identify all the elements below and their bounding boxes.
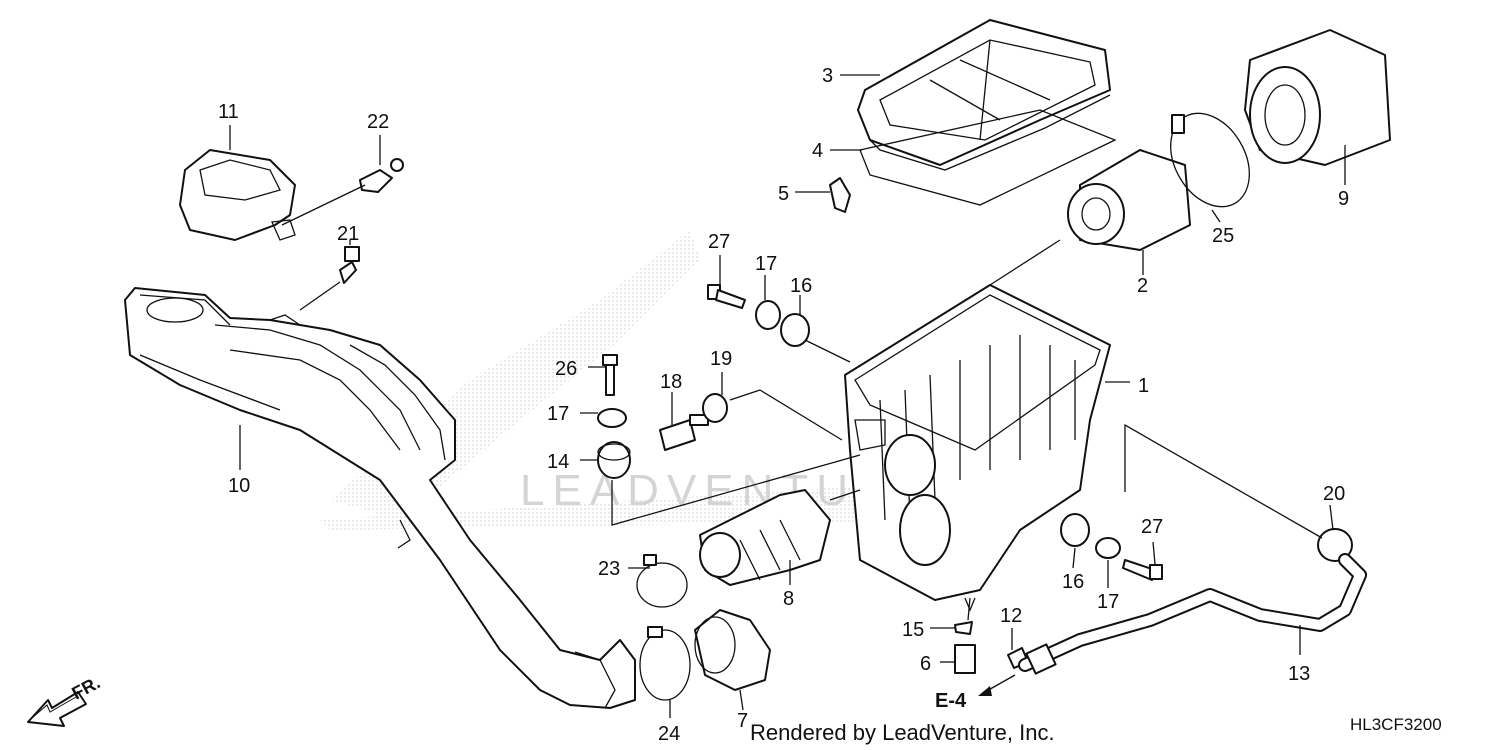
callout-13: 13	[1288, 663, 1310, 685]
callout-27-upper: 27	[708, 231, 730, 253]
callout-14: 14	[547, 451, 569, 473]
reference-e4: E-4	[935, 690, 967, 712]
cover-gasket	[859, 109, 1117, 206]
callout-12: 12	[1000, 605, 1022, 627]
drain-tube-end	[1025, 643, 1057, 675]
callout-16-lower: 16	[1062, 571, 1084, 593]
callout-9: 9	[1338, 188, 1349, 210]
front-arrow-icon	[27, 691, 87, 727]
callout-17-upper: 17	[755, 253, 777, 275]
callout-24: 24	[658, 723, 680, 745]
diagram-code: HL3CF3200	[1350, 715, 1442, 734]
air-filter-element	[1067, 149, 1191, 251]
air-cleaner-cover	[857, 19, 1111, 171]
callout-1: 1	[1138, 375, 1149, 397]
duct-cover	[179, 149, 296, 241]
callout-19: 19	[710, 348, 732, 370]
callouts: 1 2 3 4 5 6 7 8 9 10 11 12 13 14 15 16 1…	[218, 65, 1349, 745]
callout-22: 22	[367, 111, 389, 133]
band	[1170, 112, 1250, 208]
callout-15: 15	[902, 619, 924, 641]
callout-17-lower: 17	[1097, 591, 1119, 613]
wire-clip	[829, 177, 851, 213]
callout-7: 7	[737, 710, 748, 732]
leader-lines	[229, 74, 1346, 718]
drain-tube-inner	[1020, 555, 1365, 670]
air-tube	[694, 609, 771, 691]
callout-23: 23	[598, 558, 620, 580]
intake-duct	[124, 287, 636, 709]
callout-8: 8	[783, 588, 794, 610]
band-23	[636, 554, 688, 608]
band-24	[639, 626, 691, 701]
callout-6: 6	[920, 653, 931, 675]
callout-4: 4	[812, 140, 823, 162]
callout-26: 26	[555, 358, 577, 380]
callout-2: 2	[1137, 275, 1148, 297]
callout-25: 25	[1212, 225, 1234, 247]
connecting-tube	[699, 489, 831, 586]
callout-17-mid: 17	[547, 403, 569, 425]
outer-filter	[1244, 29, 1391, 166]
callout-20: 20	[1323, 483, 1345, 505]
push-clip	[359, 158, 404, 193]
callout-16-upper: 16	[790, 275, 812, 297]
footer-credit: Rendered by LeadVenture, Inc.	[750, 720, 1055, 745]
callout-21: 21	[337, 223, 359, 245]
callout-27-lower: 27	[1141, 516, 1163, 538]
callout-3: 3	[822, 65, 833, 87]
callout-11: 11	[218, 101, 239, 123]
callout-5: 5	[778, 183, 789, 205]
bolt	[339, 246, 360, 284]
air-cleaner-case	[844, 284, 1111, 612]
callout-10: 10	[228, 475, 250, 497]
callout-18: 18	[660, 371, 682, 393]
